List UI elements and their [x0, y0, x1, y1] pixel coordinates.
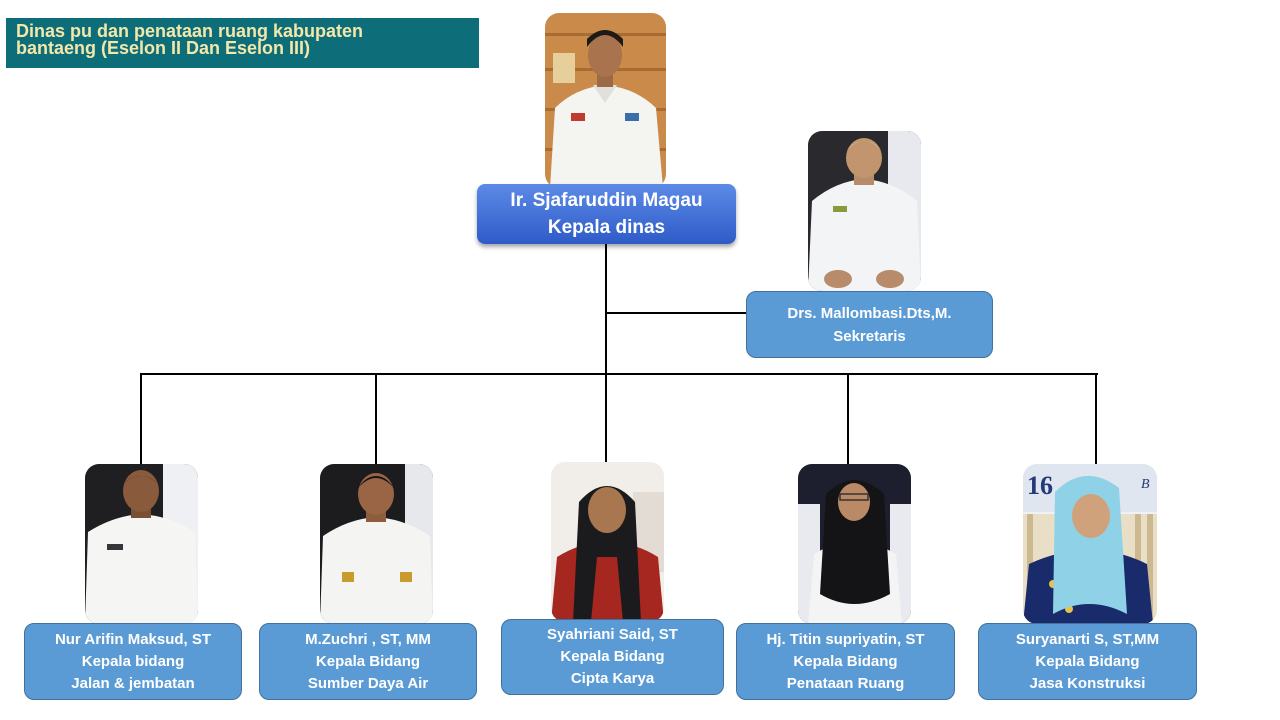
connector-head-trunk: [605, 244, 607, 374]
svg-text:B: B: [1141, 477, 1150, 492]
member-1-role: Kepala bidang: [81, 652, 185, 670]
connector-member-5: [1095, 373, 1097, 465]
head-role: Kepala dinas: [547, 217, 666, 238]
member-2-photo: [320, 464, 433, 624]
chart-title: Dinas pu dan penataan ruang kabupaten ba…: [6, 18, 479, 68]
member-5-box: Suryanarti S, ST,MM Kepala Bidang Jasa K…: [978, 623, 1197, 700]
member-4-box: Hj. Titin supriyatin, ST Kepala Bidang P…: [736, 623, 955, 700]
member-3-role: Kepala Bidang: [560, 648, 665, 665]
member-2-box: M.Zuchri , ST, MM Kepala Bidang Sumber D…: [259, 623, 477, 700]
member-4-unit: Penataan Ruang: [786, 674, 905, 692]
head-name: Ir. Sjafaruddin Magau: [510, 190, 703, 211]
member-5-name: Suryanarti S, ST,MM: [1015, 630, 1160, 648]
member-2-role: Kepala Bidang: [315, 652, 421, 670]
connector-member-2: [375, 373, 377, 465]
member-4-name: Hj. Titin supriyatin, ST: [766, 630, 925, 648]
member-1-unit: Jalan & jembatan: [71, 674, 195, 692]
connector-horizontal-bus: [140, 373, 1098, 375]
secretary-role: Sekretaris: [833, 327, 906, 345]
connector-member-4: [847, 373, 849, 465]
member-5-role: Kepala Bidang: [1035, 652, 1140, 670]
chart-title-line-1: Dinas pu dan penataan ruang kabupaten: [16, 21, 364, 41]
member-3-unit: Cipta Karya: [570, 670, 655, 687]
member-2-unit: Sumber Daya Air: [307, 674, 429, 692]
head-photo: [545, 13, 666, 188]
member-4-role: Kepala Bidang: [793, 652, 898, 670]
member-3-box: Syahriani Said, ST Kepala Bidang Cipta K…: [501, 619, 724, 695]
member-1-name: Nur Arifin Maksud, ST: [54, 630, 212, 648]
chart-title-line-2: bantaeng (Eselon II Dan Eselon III): [16, 38, 311, 58]
member-4-photo: [798, 464, 911, 624]
member-3-name: Syahriani Said, ST: [547, 626, 678, 643]
connector-member-3: [605, 373, 607, 463]
secretary-name: Drs. Mallombasi.Dts,M.: [787, 304, 952, 322]
connector-member-1: [140, 373, 142, 465]
member-1-photo: [85, 464, 198, 624]
head-box: Ir. Sjafaruddin Magau Kepala dinas: [477, 184, 736, 244]
secretary-photo: [808, 131, 921, 291]
member-5-photo: 16 B: [1023, 464, 1157, 624]
connector-secretary-branch: [606, 312, 747, 314]
member-3-photo: [551, 462, 664, 622]
member-1-box: Nur Arifin Maksud, ST Kepala bidang Jala…: [24, 623, 242, 700]
svg-text:16: 16: [1027, 471, 1053, 500]
member-2-name: M.Zuchri , ST, MM: [305, 630, 431, 648]
secretary-box: Drs. Mallombasi.Dts,M. Sekretaris: [746, 291, 993, 358]
member-5-unit: Jasa Konstruksi: [1029, 674, 1146, 692]
